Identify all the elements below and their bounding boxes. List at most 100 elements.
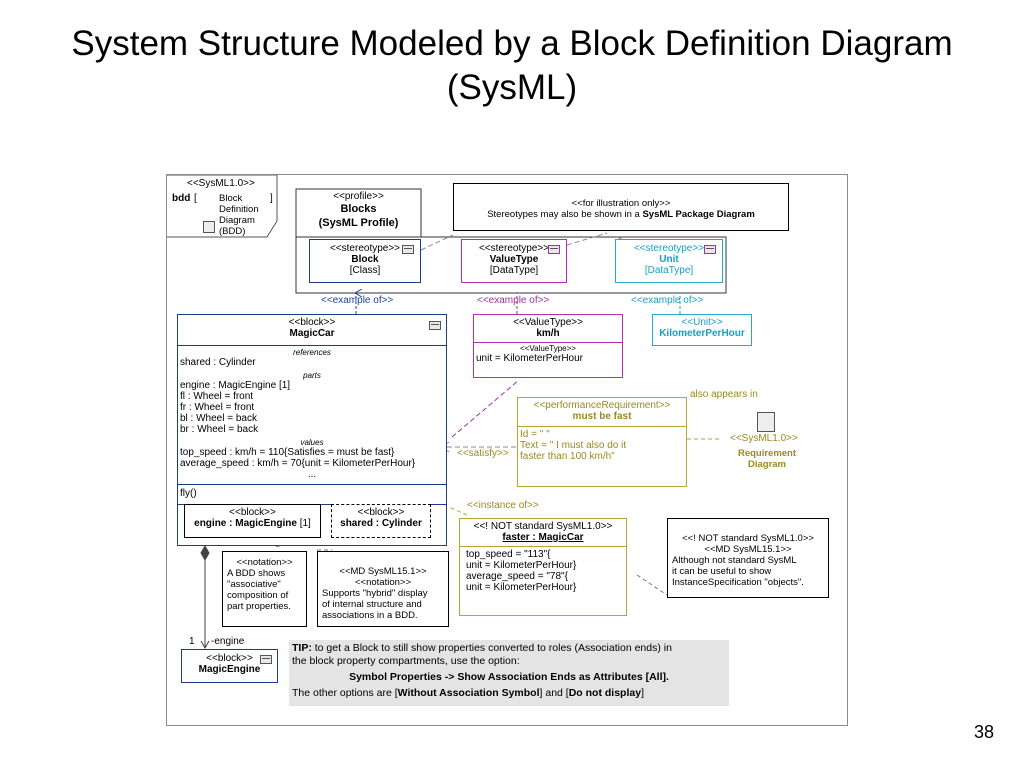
- note-line: Supports "hybrid" display: [322, 588, 428, 599]
- connector-layer: [167, 175, 727, 650]
- stereotype-block-box[interactable]: <<stereotype>> Block [Class]: [309, 239, 421, 283]
- stereotype-name: ValueType: [489, 254, 539, 265]
- faster-slot: unit = KilometerPerHour}: [466, 560, 577, 571]
- note-line: A BDD shows: [227, 568, 286, 579]
- parts-header: parts: [303, 371, 321, 380]
- requirement-diagram-line2: Diagram: [747, 459, 786, 470]
- frame-name: Block Definition Diagram (BDD): [219, 193, 259, 237]
- tip-other-a: Without Association Symbol: [397, 687, 540, 699]
- note-line: <<notation>>: [236, 557, 293, 568]
- frame-tab-outline: [167, 175, 278, 238]
- engine-part-name: engine : MagicEngine: [194, 518, 297, 529]
- magic-engine-block[interactable]: <<block>> MagicEngine: [181, 649, 278, 683]
- also-appears-stereotype: <<SysML1.0>>: [730, 433, 798, 444]
- note-line: Although not standard SysML: [672, 555, 797, 566]
- magic-engine-stereotype: <<block>>: [206, 653, 253, 664]
- tip-other-prefix: The other options are [: [292, 687, 398, 699]
- stereotype-label: <<stereotype>>: [633, 243, 705, 254]
- illustration-note-text: Stereotypes may also be shown in a: [487, 209, 643, 220]
- satisfy-label: <<satisfy>>: [457, 448, 509, 459]
- example-of-label-unit: <<example of>>: [631, 295, 704, 306]
- magic-car-stereotype: <<block>>: [288, 317, 336, 328]
- association-role: -engine: [211, 636, 245, 647]
- engine-part-stereotype: <<block>>: [229, 507, 276, 518]
- anchor-valuetype: [566, 232, 608, 246]
- example-of-label-block: <<example of>>: [321, 295, 394, 306]
- tip-lead: TIP:: [292, 642, 312, 654]
- note-anchor: [636, 574, 668, 596]
- frame-open-bracket: [: [194, 193, 197, 204]
- faster-stereotype: <<! NOT standard SysML1.0>>: [473, 521, 613, 532]
- unit-stereotype-icon: [704, 245, 716, 254]
- requirement-text: faster than 100 km/h": [520, 451, 615, 462]
- illustration-note-line1: <<for illustration only>>: [571, 198, 671, 209]
- faster-name: faster : MagicCar: [502, 532, 584, 543]
- not-standard-note: <<! NOT standard SysML1.0>> <<MD SysML15…: [667, 518, 829, 598]
- tip-other-b: Do not display: [568, 687, 642, 699]
- values-header: values: [300, 438, 324, 447]
- kph-unit-stereotype: <<Unit>>: [681, 317, 723, 328]
- profile-name-2: (SysML Profile): [318, 217, 399, 229]
- references-header: references: [293, 348, 331, 357]
- tip-other-mid: ] and [: [539, 687, 569, 699]
- bdd-diagram-icon: [203, 221, 215, 233]
- profile-package-tab: [295, 188, 422, 238]
- part-property: br : Wheel = back: [180, 424, 259, 435]
- part-property: bl : Wheel = back: [180, 413, 257, 424]
- diagram-canvas: <<SysML1.0>> bdd [ Block Definition Diag…: [166, 174, 848, 726]
- tip-box: TIP: to get a Block to still show proper…: [289, 640, 729, 706]
- note-line: of internal structure and: [322, 599, 422, 610]
- block-icon: [429, 321, 441, 330]
- shared-part-stereotype: <<block>>: [357, 507, 405, 518]
- profile-package-body: [295, 236, 727, 294]
- kmh-unit-label: unit =: [476, 353, 504, 364]
- kph-unit-name: KilometerPerHour: [659, 328, 745, 339]
- tip-other-suffix: ]: [641, 687, 644, 699]
- magic-engine-name: MagicEngine: [198, 664, 261, 675]
- block-icon: [260, 655, 272, 664]
- stereotype-unit-box[interactable]: <<stereotype>> Unit [DataType]: [615, 239, 723, 283]
- value-type-link: [451, 379, 520, 438]
- valuetype-stereotype-icon: [548, 245, 560, 254]
- profile-stereotype: <<profile>>: [333, 191, 384, 202]
- note-line: <<MD SysML15.1>>: [704, 544, 792, 555]
- association-multiplicity: 1: [189, 636, 195, 647]
- kmh-name: km/h: [536, 328, 560, 339]
- note-line: associations in a BDD.: [322, 610, 418, 621]
- example-of-label-valuetype: <<example of>>: [477, 295, 550, 306]
- tip-line1: to get a Block to still show properties …: [311, 642, 672, 654]
- part-property: engine : MagicEngine [1]: [180, 380, 291, 391]
- stereotype-meta: [DataType]: [644, 265, 694, 276]
- frame-close-bracket: ]: [270, 193, 273, 204]
- stereotype-meta: [Class]: [349, 265, 381, 276]
- magic-car-name: MagicCar: [289, 328, 335, 339]
- requirement-stereotype: <<performanceRequirement>>: [533, 400, 671, 411]
- requirement-name: must be fast: [572, 411, 632, 422]
- block-stereotype-icon: [402, 245, 414, 254]
- requirement-box[interactable]: <<performanceRequirement>> must be fast …: [517, 397, 687, 487]
- kmh-valuetype-box[interactable]: <<ValueType>> km/h <<ValueType>> unit = …: [473, 314, 623, 378]
- value-property: top_speed : km/h = 110{Satisfies = must …: [180, 447, 395, 458]
- frame-stereotype: <<SysML1.0>>: [187, 178, 255, 189]
- anchor-block: [420, 234, 454, 251]
- stereotype-name: Unit: [659, 254, 679, 265]
- engine-part[interactable]: <<block>> engine : MagicEngine [1]: [184, 504, 321, 538]
- requirement-text: Text = " I must also do it: [520, 440, 627, 451]
- shared-part[interactable]: <<block>> shared : Cylinder: [331, 504, 431, 538]
- kph-unit-box[interactable]: <<Unit>> KilometerPerHour: [652, 314, 752, 346]
- faster-slot: unit = KilometerPerHour}: [466, 582, 577, 593]
- stereotype-label: <<stereotype>>: [478, 243, 550, 254]
- tip-option: Symbol Properties -> Show Association En…: [349, 671, 669, 683]
- profile-package: <<profile>> Blocks (SysML Profile): [297, 191, 420, 230]
- kmh-unit-stereotype: <<ValueType>>: [520, 344, 576, 353]
- frame-kind: bdd: [172, 193, 191, 204]
- instance-of-link: [448, 506, 468, 516]
- notation-note: <<notation>> A BDD shows "associative" c…: [222, 551, 307, 627]
- requirement-diagram-label[interactable]: Requirement Diagram: [727, 448, 807, 470]
- part-property: fl : Wheel = front: [180, 391, 254, 402]
- instance-of-label: <<instance of>>: [467, 500, 539, 511]
- stereotype-valuetype-box[interactable]: <<stereotype>> ValueType [DataType]: [461, 239, 567, 283]
- stereotype-label: <<stereotype>>: [329, 243, 401, 254]
- kmh-stereotype: <<ValueType>>: [513, 317, 583, 328]
- faster-instance-box[interactable]: <<! NOT standard SysML1.0>> faster : Mag…: [459, 518, 627, 616]
